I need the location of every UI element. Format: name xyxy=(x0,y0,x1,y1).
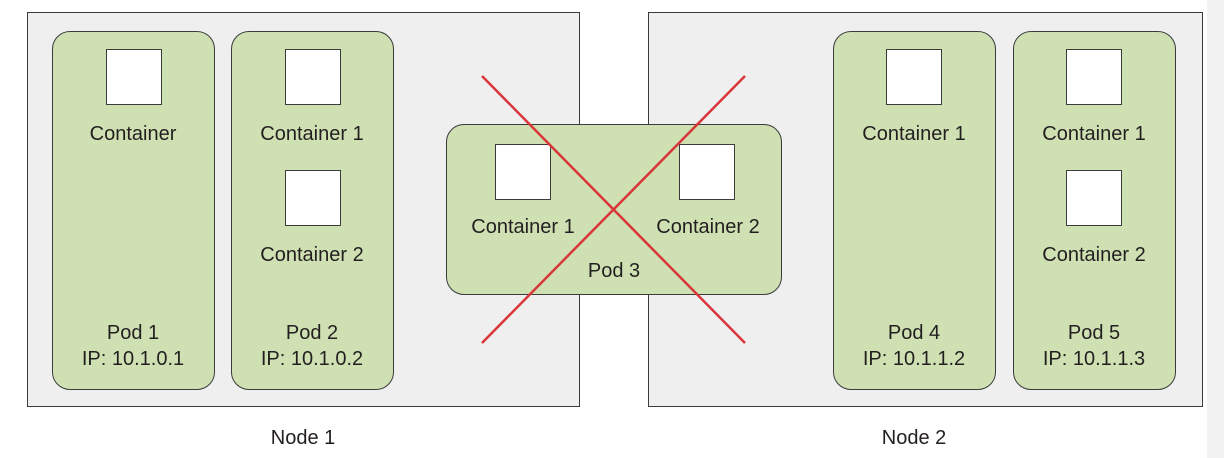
pod-2-container-2-icon xyxy=(285,170,341,226)
pod-5-container-2-icon xyxy=(1066,170,1122,226)
node-1-label: Node 1 xyxy=(270,427,336,449)
pod-5-name: Pod 5 xyxy=(1067,322,1121,344)
pod-1-container-icon xyxy=(106,49,162,105)
pod-3-container-2-label: Container 2 xyxy=(656,216,760,238)
pod-3-container-1-icon xyxy=(495,144,551,200)
pod-5-container-2-label: Container 2 xyxy=(1042,244,1146,266)
pod-2-container-1-label: Container 1 xyxy=(260,123,364,145)
node-2-label: Node 2 xyxy=(881,427,947,449)
pod-5-container-1-label: Container 1 xyxy=(1042,123,1146,145)
pod-4-container-1-label: Container 1 xyxy=(862,123,966,145)
pod-5-ip: IP: 10.1.1.3 xyxy=(1042,348,1146,370)
pod-2-ip: IP: 10.1.0.2 xyxy=(260,348,364,370)
pod-2-container-2-label: Container 2 xyxy=(260,244,364,266)
pod-1-container-label: Container xyxy=(89,123,177,145)
pod-1-name: Pod 1 xyxy=(106,322,160,344)
pod-4-container-1-icon xyxy=(886,49,942,105)
right-margin-strip xyxy=(1207,0,1224,458)
pod-5-container-1-icon xyxy=(1066,49,1122,105)
pod-3-name: Pod 3 xyxy=(587,260,641,282)
pod-3-container-1-label: Container 1 xyxy=(471,216,575,238)
pod-4-ip: IP: 10.1.1.2 xyxy=(862,348,966,370)
pod-3-container-2-icon xyxy=(679,144,735,200)
pod-2-name: Pod 2 xyxy=(285,322,339,344)
pod-1-ip: IP: 10.1.0.1 xyxy=(81,348,185,370)
pod-4-name: Pod 4 xyxy=(887,322,941,344)
pod-2-container-1-icon xyxy=(285,49,341,105)
